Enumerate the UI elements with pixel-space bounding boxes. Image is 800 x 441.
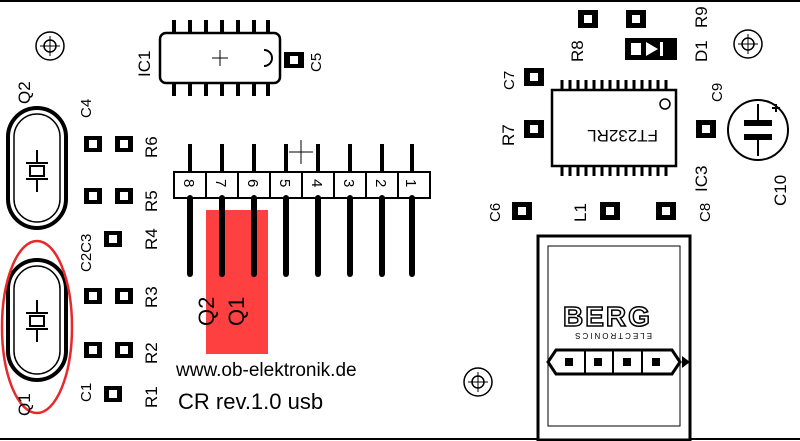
label-c9: C9 <box>709 83 726 102</box>
header-pin-label: 3 <box>340 179 357 187</box>
label-r4: R4 <box>142 228 161 250</box>
electrolytic-capacitor-icon <box>727 99 789 161</box>
board-url: www.ob-elektronik.de <box>175 360 357 381</box>
connector-subtitle: ELECTRONICS <box>573 331 652 340</box>
header-pin-label: 5 <box>276 179 293 187</box>
ic3-package: FT232RL <box>550 80 678 176</box>
label-ic1: IC1 <box>135 51 154 77</box>
label-c7: C7 <box>501 71 518 90</box>
mounting-hole-icon <box>733 29 763 59</box>
diode-icon <box>625 38 677 60</box>
label-c1: C1 <box>78 383 95 402</box>
crystal-icon <box>26 150 48 192</box>
label-c2c3: C2C3 <box>78 234 95 272</box>
label-header-q2: Q2 <box>194 297 219 326</box>
label-r5: R5 <box>142 190 161 212</box>
label-c10: C10 <box>771 175 790 206</box>
pin-header: 8 7 6 5 4 3 2 1 <box>173 140 431 277</box>
label-c8: C8 <box>697 203 714 222</box>
label-r1: R1 <box>142 386 161 408</box>
crystal-q2 <box>6 106 68 230</box>
board-version: CR rev.1.0 usb <box>178 389 323 414</box>
label-ic3: IC3 <box>692 166 711 192</box>
mounting-hole-icon <box>463 367 493 397</box>
header-pin-label: 1 <box>402 179 419 187</box>
connector-brand: BERG <box>563 301 652 332</box>
berg-connector: BERG ELECTRONICS <box>536 234 692 441</box>
label-d1: D1 <box>692 40 711 62</box>
ic1-package <box>158 20 282 96</box>
smd-pads-c7-r7 <box>524 68 544 138</box>
label-r3: R3 <box>142 286 161 308</box>
highlight-q-pins <box>206 210 268 354</box>
label-r2: R2 <box>142 342 161 364</box>
smd-pad-holes-left <box>89 140 128 398</box>
label-r6: R6 <box>142 136 161 158</box>
ic3-chip-label: FT232RL <box>587 126 658 145</box>
smd-pads-top-right <box>578 10 646 28</box>
label-c6: C6 <box>487 203 504 222</box>
label-q2: Q2 <box>15 81 34 104</box>
smd-pads-c6-l1-c8 <box>512 202 676 220</box>
label-q1: Q1 <box>15 393 34 416</box>
label-l1: L1 <box>571 203 590 222</box>
smd-pad-c9 <box>696 120 716 138</box>
connector-pins <box>546 348 690 376</box>
header-pin-label: 6 <box>244 179 261 187</box>
mounting-hole-icon <box>35 31 65 61</box>
c5-footprint <box>284 52 304 68</box>
header-pin-label: 4 <box>308 179 325 187</box>
highlight-ring-q1 <box>0 239 74 415</box>
label-r8: R8 <box>568 40 587 62</box>
label-r9: R9 <box>692 6 711 28</box>
label-c4: C4 <box>78 99 95 118</box>
label-r7: R7 <box>499 124 518 146</box>
label-c5: C5 <box>308 53 325 72</box>
header-pin-label: 2 <box>372 179 389 187</box>
crystal-q1 <box>6 258 68 382</box>
header-pin-label: 8 <box>180 179 197 187</box>
label-header-q1: Q1 <box>224 297 249 326</box>
crystal-icon <box>26 300 48 342</box>
header-pin-label: 7 <box>212 179 229 187</box>
